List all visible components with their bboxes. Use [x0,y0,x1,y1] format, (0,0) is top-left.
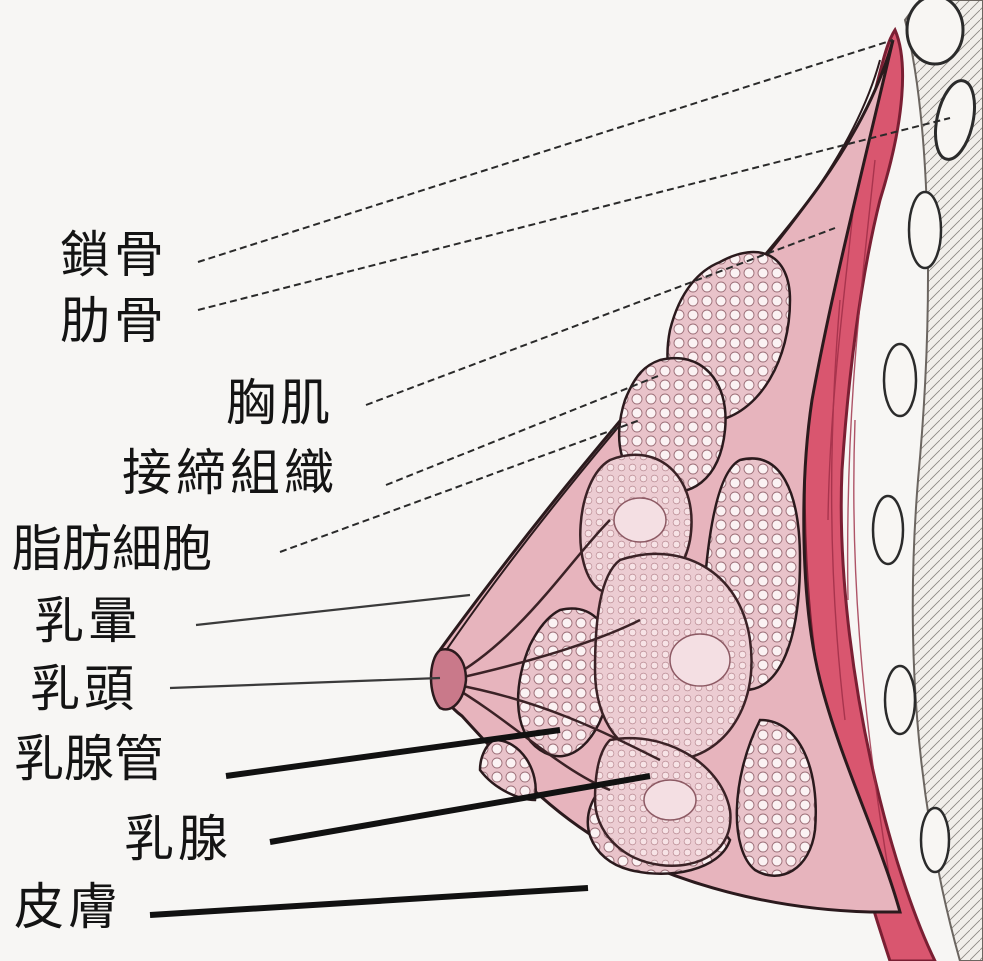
clavicle-shape [907,0,963,64]
label-pectoral: 胸肌 [226,378,334,428]
leader-skin [150,888,588,915]
label-skin: 皮膚 [14,882,122,932]
label-clavicle: 鎖骨 [60,230,168,280]
label-nipple: 乳頭 [30,664,138,714]
rib-shape [921,808,949,872]
rib-shape [909,192,941,268]
label-fat-cells: 脂肪細胞 [12,524,212,574]
label-mammary-gland: 乳腺 [124,814,232,864]
label-areola: 乳暈 [34,596,142,646]
label-connective-tissue: 接締組織 [122,448,338,498]
nipple-shape [431,649,466,709]
rib-shape [873,496,903,564]
rib-shape [885,666,915,734]
label-rib: 肋骨 [60,296,168,346]
rib-shape [884,344,916,416]
leader-nipple [170,678,440,688]
label-mammary-duct: 乳腺管 [14,734,164,784]
leader-areola [196,595,470,625]
